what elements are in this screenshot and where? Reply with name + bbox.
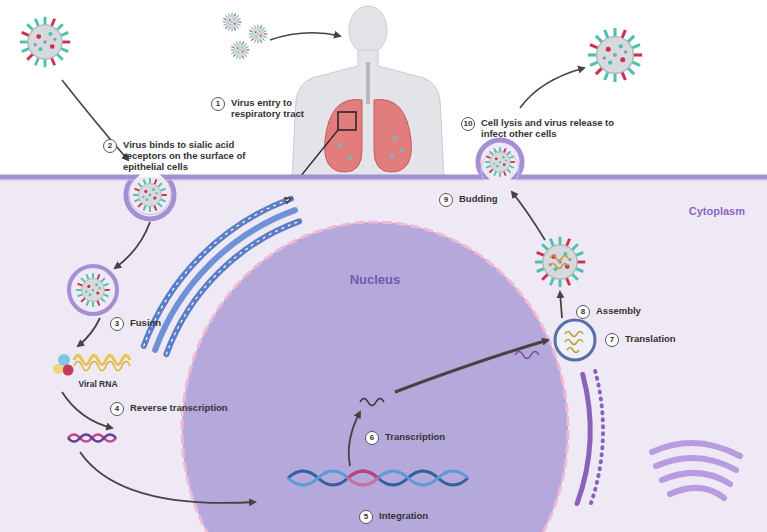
- cell-cytoplasm: CytoplasmNucleus5Integration6Transcripti…: [0, 177, 767, 532]
- callout-number: 1: [212, 98, 224, 110]
- virus-particle: [588, 28, 642, 82]
- callout-number: 8: [577, 306, 589, 318]
- step-marker: 9Budding: [439, 193, 453, 207]
- human-figure: [338, 112, 356, 130]
- step-label: Virus entry to respiratory tract: [231, 97, 313, 119]
- step-label: Assembly: [596, 305, 666, 316]
- human-figure: [325, 100, 362, 173]
- step-marker: 5Integration: [359, 510, 373, 524]
- callout-number: 5: [360, 511, 372, 523]
- callout-number: 3: [111, 318, 123, 330]
- step-marker: 2Virus binds to sialic acid receptors on…: [103, 139, 117, 153]
- step-marker: 8Assembly: [576, 305, 590, 319]
- region-label: Cytoplasm: [689, 205, 745, 217]
- virus-particle: [20, 13, 642, 82]
- human-figure: [349, 6, 387, 54]
- human-figure: [292, 50, 444, 177]
- human-figure: [399, 147, 404, 152]
- step-label: Virus binds to sialic acid receptors on …: [123, 139, 273, 172]
- human-figure: [392, 135, 397, 140]
- step-label: Transcription: [385, 431, 465, 442]
- step-label: Translation: [625, 333, 695, 344]
- human-figure: [337, 142, 342, 147]
- virus-particle: [223, 13, 242, 32]
- flow-arrow: [62, 80, 128, 160]
- human-figure: [366, 62, 370, 104]
- nuclear-envelope: [182, 222, 568, 532]
- nucleus-outline: [180, 220, 570, 532]
- flow-arrow: [520, 68, 584, 108]
- step-marker: 6Transcription: [365, 431, 379, 445]
- flow-arrow: [270, 33, 340, 40]
- callout-number: 2: [104, 140, 116, 152]
- virus-particle: [249, 25, 268, 44]
- callout-number: 7: [606, 334, 618, 346]
- step-marker: 4Reverse transcription: [110, 402, 124, 416]
- callout-number: 9: [440, 194, 452, 206]
- human-figure: [374, 100, 411, 173]
- callout-number: 10: [462, 118, 474, 130]
- human-figure: [389, 153, 394, 158]
- virus-particle: [485, 147, 515, 177]
- step-marker: 10Cell lysis and virus release to infect…: [461, 117, 475, 131]
- virus-particle: [231, 41, 250, 60]
- callout-number: 6: [366, 432, 378, 444]
- step-label: Budding: [459, 193, 519, 204]
- human-figure: [347, 155, 352, 160]
- human-figure: [292, 6, 444, 177]
- step-label: Fusion: [130, 317, 190, 328]
- step-marker: 7Translation: [605, 333, 619, 347]
- step-label: Cell lysis and virus release to infect o…: [481, 117, 641, 139]
- step-label: Reverse transcription: [130, 402, 240, 413]
- region-label: Nucleus: [180, 272, 570, 287]
- human-figure: [300, 130, 338, 177]
- virus-particle: [20, 17, 70, 67]
- part-label: Viral RNA: [78, 379, 117, 389]
- callout-number: 4: [111, 403, 123, 415]
- step-marker: 1Virus entry to respiratory tract: [211, 97, 225, 111]
- step-marker: 3Fusion: [110, 317, 124, 331]
- nucleus: Nucleus5Integration6Transcription: [180, 220, 570, 532]
- step-label: Integration: [379, 510, 449, 521]
